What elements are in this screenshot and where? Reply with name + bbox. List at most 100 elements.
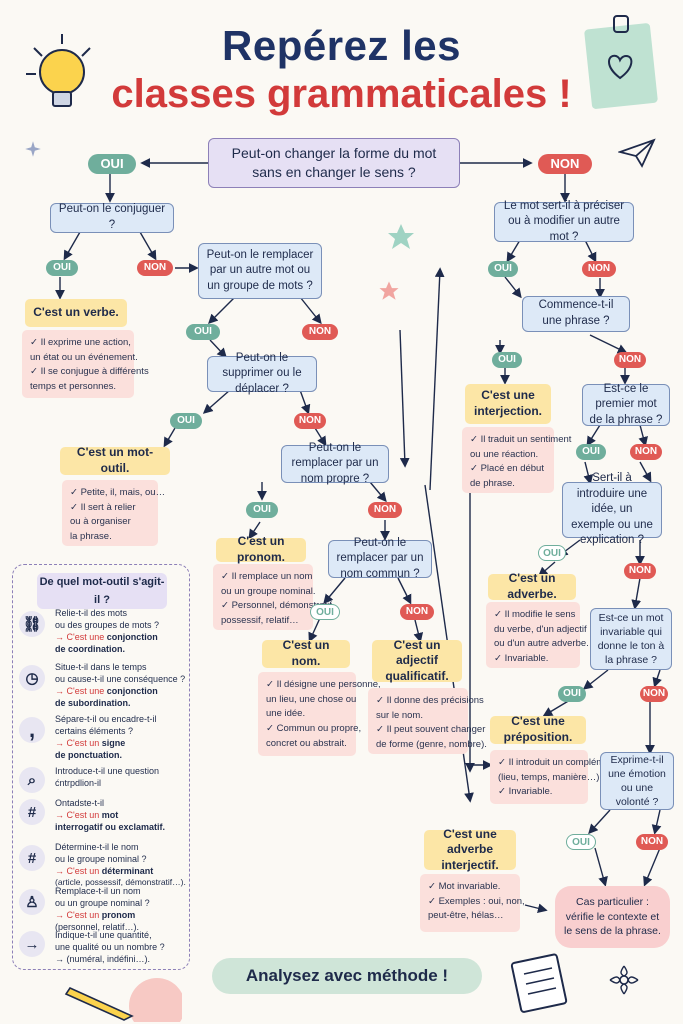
question-premier: Est-ce le premier mot de la phrase ? [582, 383, 670, 426]
note-preposition-line: ✓ Invariable. [498, 786, 553, 798]
note-mot-outil-line: ✓ Petite, il, mais, ou… [70, 487, 166, 498]
mot-outil-a2: de subordination. [55, 698, 131, 709]
mot-outil-item-text: Situe-t-il dans le temps ou cause-t-il u… [55, 661, 191, 710]
mot-outil-item-text: Ontadste-t-il → C'est un mot interrogati… [55, 797, 191, 833]
note-pronom-line: ✓ Il remplace un nom [221, 571, 313, 582]
clock-icon: ◷ [19, 665, 45, 691]
preciser-no-pill: NON [582, 261, 616, 277]
mot-outil-a1: → C'est un [55, 866, 102, 877]
nom-commun-no-pill: NON [400, 604, 434, 620]
mot-outil-item-text: Relie-t-il des mots ou des groupes de mo… [55, 607, 191, 656]
footer-banner: Analysez avec méthode ! [212, 958, 482, 994]
mot-outil-q1: Ontadste-t-il [55, 798, 105, 808]
sparkle-icon [25, 141, 41, 157]
note-pronom: ✓ Il remplace un nom ou un groupe nomina… [213, 564, 335, 630]
mot-outil-item-text: Sépare-t-il ou encadre-t-il certains élé… [55, 713, 191, 762]
answer-mot-outil: C'est un mot-outil. [60, 445, 170, 475]
note-adverbe-interjectif-line: ✓ Mot invariable. [428, 881, 501, 892]
premier-no-pill: NON [630, 444, 662, 460]
note-interjection-line: ✓ Placé en début [470, 463, 544, 475]
lightbulb-icon [26, 34, 91, 107]
note-preposition-line: (lieu, temps, manière…). [498, 771, 603, 783]
question-commence: Commence-t-il une phrase ? [522, 296, 630, 332]
note-nom-line: ✓ Commun ou propre, [266, 723, 362, 735]
note-interjection-line: ✓ Il traduit un sentiment [470, 434, 572, 445]
mot-outil-q2: ou cause-t-il une conséquence ? [55, 674, 186, 685]
note-adjectif-line: de forme (genre, nombre). [376, 739, 487, 751]
star-icon-small [379, 281, 399, 300]
hash-icon: # [19, 799, 45, 825]
note-adverbe: ✓ Il modifie le sens du verbe, d'un adje… [486, 602, 589, 668]
note-adjectif-line: ✓ Il donne des précisions [376, 695, 484, 706]
mot-outil-a2: (personnel, relatif…). [55, 922, 140, 933]
mot-outil-a1: → C'est un [55, 810, 102, 821]
note-nom-line: concret ou abstrait. [266, 737, 347, 749]
note-mot-outil: ✓ Petite, il, mais, ou… ✓ Il sert à reli… [62, 480, 166, 546]
commence-yes-pill: OUI [492, 352, 522, 368]
note-verbe-line: ✓ Il se conjugue à différents [30, 366, 149, 378]
root-yes-pill: OUI [88, 154, 136, 174]
mot-outil-item-text: Remplace-t-il un nom ou un groupe nomina… [55, 885, 191, 934]
note-nom-line: un lieu, une chose ou [266, 693, 357, 705]
arrow-icon: → [19, 931, 45, 957]
mot-outil-q1: Sépare-t-il ou encadre-t-il [55, 714, 157, 724]
nom-commun-yes-pill: OUI [310, 604, 340, 620]
note-adjectif: ✓ Il donne des précisions sur le nom. ✓ … [368, 688, 487, 754]
question-supprimer: Peut-on le supprimer ou le déplacer ? [207, 352, 317, 395]
question-nom-commun: Peut-on le remplacer par un nom commun ? [328, 537, 432, 580]
mot-outil-item-text: Introduce-t-il une question ćntrpdlion-i… [55, 765, 191, 789]
note-adjectif-line: sur le nom. [376, 709, 423, 721]
conjuguer-yes-pill: OUI [46, 260, 78, 276]
supprimer-no-pill: NON [294, 413, 326, 429]
mot-outil-panel-title: De quel mot-outil s'agit-il ? [37, 573, 167, 609]
mot-outil-a1b: signe [101, 738, 126, 749]
emotion-no-pill: NON [636, 834, 668, 850]
mot-outil-a1b: pronom [101, 910, 136, 921]
link-icon: ⛓ [19, 611, 45, 637]
question-preciser: Le mot sert-il à préciser ou à modifier … [494, 200, 634, 243]
answer-adverbe-interjectif: C'est une adverbe interjectif. [424, 827, 516, 872]
paper-plane-icon [618, 138, 656, 168]
note-mot-outil-line: ✓ Il sert à relier [70, 501, 136, 513]
answer-preposition: C'est une préposition. [490, 714, 586, 744]
note-preposition: ✓ Il introduit un complément (lieu, temp… [490, 750, 617, 804]
preciser-yes-pill: OUI [488, 261, 518, 277]
mot-outil-q1: Détermine-t-il le nom [55, 842, 139, 852]
star-icon [388, 224, 414, 249]
note-adverbe-interjectif-line: ✓ Exemples : oui, non, [428, 895, 525, 907]
note-verbe-line: temps et personnes. [30, 381, 117, 393]
note-pronom-line: ou un groupe nominal. [221, 585, 316, 597]
mot-outil-q2: ou un groupe nominal ? [55, 898, 150, 909]
hash-icon-2: # [19, 845, 45, 871]
invariable-yes-pill: OUI [558, 686, 586, 702]
note-adverbe-line: du verbe, d'un adjectif [494, 623, 587, 635]
person-icon: ♙ [19, 889, 45, 915]
note-verbe-line: ✓ Il exprime une action, [30, 337, 131, 348]
mot-outil-item-text: Détermine-t-il le nom ou le groupe nomin… [55, 841, 191, 889]
note-verbe-line: un état ou un événement. [30, 351, 138, 363]
root-no-pill: NON [538, 154, 592, 174]
question-conjuguer: Peut-on le conjuguer ? [50, 203, 174, 233]
mot-outil-a1: → C'est une [55, 686, 107, 697]
mot-outil-a2: (article, possessif, démonstratif…). [55, 877, 186, 888]
nom-propre-yes-pill: OUI [246, 502, 278, 518]
mot-outil-a1b: mot [101, 810, 119, 821]
note-mot-outil-line: la phrase. [70, 531, 112, 543]
remplacer-no-pill: NON [302, 324, 338, 340]
note-pronom-line: ✓ Personnel, démonstratif, [221, 600, 335, 612]
mot-outil-q1: Indique-t-il une quantité, [55, 930, 152, 940]
note-nom-line: une idée. [266, 708, 306, 720]
note-interjection: ✓ Il traduit un sentiment ou une réactio… [462, 427, 572, 493]
flower-icon [609, 965, 639, 995]
question-nom-propre: Peut-on le remplacer par un nom propre ? [281, 442, 389, 485]
mot-outil-a1: → C'est un [55, 738, 102, 749]
mot-outil-q2: ou le groupe nominal ? [55, 854, 147, 865]
mot-outil-item-text: Indique-t-il une quantité, une qualité o… [55, 929, 191, 965]
notepad-icon [510, 953, 568, 1013]
answer-pronom: C'est un pronom. [216, 534, 306, 564]
note-interjection-line: ou une réaction. [470, 448, 539, 460]
answer-adverbe: C'est un adverbe. [488, 571, 576, 601]
note-adverbe-line: ou d'un autre adverbe. [494, 638, 589, 650]
introduire-no-pill: NON [624, 563, 656, 579]
premier-yes-pill: OUI [576, 444, 606, 460]
